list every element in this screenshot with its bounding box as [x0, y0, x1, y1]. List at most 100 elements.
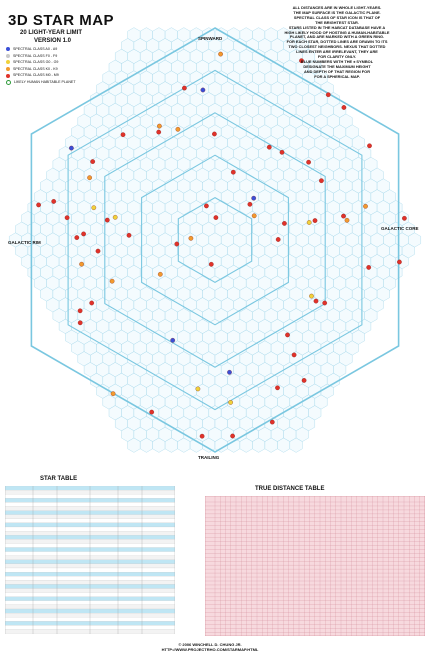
copyright: © 2006 WINCHELL D. CHUNG JR.	[178, 642, 242, 647]
star-icon	[170, 337, 176, 343]
star-icon	[275, 385, 280, 391]
star-icon	[309, 293, 314, 299]
star-icon	[182, 85, 187, 91]
star-k-icon	[6, 67, 10, 72]
note-line: THE MAP SURFACE IS THE GALACTIC PLANE.	[293, 9, 381, 15]
star-g-icon	[6, 60, 10, 65]
star-icon	[344, 217, 350, 223]
star-icon	[363, 203, 368, 209]
star-icon	[90, 159, 96, 164]
note-line: FOR EACH STAR, DOTTED LINES ARE DRAWN TO…	[286, 39, 388, 45]
legend-item-m: SPECTRAL CLASS M0 - M9	[6, 72, 76, 79]
star-icon	[87, 175, 92, 181]
star-icon	[325, 92, 331, 98]
credits: © 2006 WINCHELL D. CHUNG JR. HTTP://WWW.…	[140, 642, 280, 652]
note-line: STARS LISTED IN THE HABCAT DATABASE HAVE…	[288, 24, 386, 30]
star-m-icon	[6, 73, 10, 78]
note-line: PLANET, AND ARE MARKED WITH A GREEN RING…	[289, 34, 385, 40]
habitable-ring-icon	[6, 79, 11, 85]
star-icon	[104, 217, 110, 223]
direction-spinward: SPINWARD	[198, 36, 223, 41]
note-line: BLUE NUMBERS WITH THE ± SYMBOL	[300, 58, 374, 64]
star-icon	[112, 214, 118, 220]
note-line: HIGH LIKELY HOOD OF HOSTING A HUMAN-HABI…	[284, 29, 390, 35]
star-icon	[64, 215, 70, 221]
star-icon	[95, 248, 101, 254]
star-icon	[120, 132, 126, 138]
star-table-title: STAR TABLE	[40, 476, 78, 482]
poster-version: VERSION 1.0	[34, 38, 72, 44]
note-line: SPECTRAL CLASS OF STAR ICON IS THAT OF	[293, 14, 381, 20]
star-icon	[227, 369, 232, 375]
legend-label: SPECTRAL CLASS A0 - A9	[13, 47, 58, 51]
star-icon	[230, 433, 235, 439]
star-icon	[195, 386, 201, 392]
star-icon	[397, 259, 402, 265]
distance-table-title: TRUE DISTANCE TABLE	[255, 486, 325, 492]
star-icon	[319, 178, 324, 184]
star-icon	[251, 195, 257, 201]
note-line: FOR A SPHERICAL MAP.	[314, 73, 360, 79]
distance-rings	[30, 27, 400, 453]
map-notes: ALL DISTANCES ARE IN WHOLE LIGHT-YEARS. …	[262, 5, 412, 80]
star-icon	[157, 123, 162, 129]
star-icon	[366, 265, 372, 270]
star-icon	[91, 205, 97, 211]
star-icon	[402, 215, 407, 221]
star-icon	[291, 352, 297, 358]
legend-label: SPECTRAL CLASS K0 - K9	[13, 66, 58, 71]
star-icon	[313, 298, 319, 304]
star-f-icon	[6, 53, 10, 58]
note-line: FOR CLARITY ONLY.	[317, 54, 357, 60]
star-icon	[81, 231, 86, 237]
legend-item-g: SPECTRAL CLASS G0 - G9	[6, 59, 76, 66]
star-icon	[157, 271, 163, 277]
star-icon	[200, 87, 206, 93]
note-line: LINES ENTER ARE IRRELEVANT, THEY ARE	[296, 49, 378, 55]
star-icon	[36, 202, 41, 208]
poster-subtitle: 20 LIGHT-YEAR LIMIT	[20, 30, 83, 36]
star-icon	[74, 235, 80, 240]
star-icon	[218, 51, 223, 57]
star-icon	[69, 145, 74, 151]
star-a-icon	[6, 47, 10, 52]
star-icon	[247, 201, 253, 207]
star-table-grid	[5, 486, 175, 634]
star-icon	[299, 58, 304, 64]
note-line: DESIGNATE THE MAXIMUM HEIGHT	[303, 63, 371, 69]
star-icon	[126, 232, 132, 238]
star-icon	[89, 300, 95, 306]
direction-trailing: TRAILING	[198, 455, 220, 460]
star-icon	[156, 129, 162, 135]
legend-label: SPECTRAL CLASS F0 - F9	[13, 53, 58, 58]
star-icon	[208, 261, 214, 267]
star-icon	[266, 144, 272, 150]
star-icon	[79, 261, 84, 267]
note-line: ALL DISTANCES ARE IN WHOLE LIGHT-YEARS.	[292, 5, 382, 10]
star-icon	[322, 300, 328, 306]
distance-table-grid	[205, 496, 425, 636]
star-icon	[51, 199, 57, 204]
star-icon	[174, 241, 180, 247]
star-icon	[367, 143, 372, 149]
star-icon	[279, 149, 285, 155]
legend-item-habitable: LIKELY HUMAN HABITABLE PLANET	[6, 79, 76, 86]
legend-label: SPECTRAL CLASS M0 - M9	[13, 73, 59, 78]
star-icon	[341, 213, 346, 219]
star-icon	[230, 169, 236, 175]
legend-item-k: SPECTRAL CLASS K0 - K9	[6, 66, 76, 73]
note-line: AND DEPTH OF THAT REGION FOR	[303, 68, 371, 74]
star-icon	[301, 378, 307, 383]
note-line: TWO CLOSEST NEIGHBORS. NEXUS THAT DOTTED	[288, 44, 386, 50]
poster-title: 3D STAR MAP	[8, 12, 115, 29]
star-icon	[306, 159, 311, 165]
star-icon	[228, 400, 233, 405]
hex-star-map	[9, 27, 421, 453]
star-icon	[269, 419, 275, 425]
star-icon	[282, 221, 287, 226]
star-icon	[149, 409, 155, 415]
star-icon	[285, 332, 290, 338]
star-icon	[213, 215, 219, 220]
star-icon	[77, 320, 83, 326]
star-icon	[341, 105, 347, 110]
